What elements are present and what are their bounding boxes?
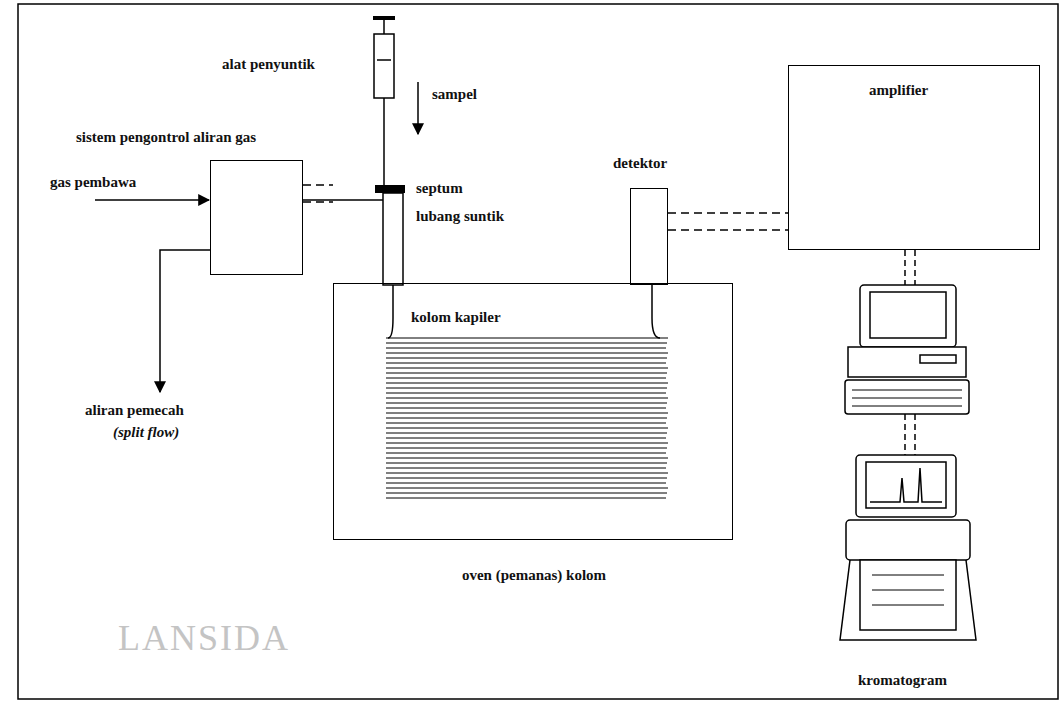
signal-cable [303, 185, 333, 202]
column-inlet [388, 285, 393, 338]
coil-stroke [386, 458, 668, 459]
frame [18, 4, 1058, 699]
carrier-gas-arrow [95, 199, 209, 201]
coil-stroke [386, 368, 668, 369]
node-label: detektor [613, 155, 667, 172]
part-label: sampel [432, 86, 477, 103]
coil-stroke [386, 338, 668, 339]
coil-stroke [386, 488, 668, 489]
watermark: LANSIDA [118, 618, 290, 659]
recorder [840, 455, 976, 640]
node-label: amplifier [869, 82, 928, 99]
coil-stroke [386, 418, 667, 419]
coil-stroke [386, 353, 668, 354]
coil-stroke [386, 383, 668, 384]
coil-stroke [386, 473, 668, 474]
coil-stroke [386, 443, 668, 444]
septum-symbol [375, 185, 405, 193]
part-label: kromatogram [858, 672, 947, 689]
coil-stroke [386, 393, 666, 394]
coil-stroke [386, 493, 667, 494]
sample-arrow [417, 82, 419, 134]
node-label: sistem pengontrol aliran gas [76, 129, 256, 146]
part-label: (split flow) [113, 424, 179, 441]
part-label: aliran pemecah [85, 402, 184, 419]
coil-stroke [386, 373, 667, 374]
coil-stroke [386, 358, 667, 359]
coil-stroke [386, 428, 668, 429]
coil-stroke [386, 388, 667, 389]
coil-stroke [386, 483, 666, 484]
column-outlet [652, 285, 660, 338]
amplifier-box: amplifier [788, 65, 1040, 250]
column-oven: kolom kapileroven (pemanas) kolom [333, 283, 733, 540]
coil-stroke [386, 403, 667, 404]
part-label: septum [416, 180, 463, 197]
dashed-cables [905, 250, 915, 455]
coil-stroke [386, 453, 666, 454]
coil-stroke [386, 343, 667, 344]
coil-stroke [386, 378, 666, 379]
coil-stroke [386, 433, 667, 434]
coil-stroke [386, 423, 666, 424]
flow-control-box: sistem pengontrol aliran gas [210, 160, 303, 275]
detector-box: detektor [630, 188, 668, 285]
part-label: alat penyuntik [222, 56, 315, 73]
coil-stroke [386, 463, 667, 464]
coil-stroke [386, 468, 666, 469]
split-flow-line [160, 250, 210, 392]
coil-stroke [386, 413, 668, 414]
coil-stroke [386, 498, 666, 499]
coil-stroke [386, 363, 666, 364]
coil-stroke [386, 408, 666, 409]
injection-port [383, 193, 403, 285]
coil-stroke [386, 448, 667, 449]
part-label: gas pembawa [50, 174, 136, 191]
computer [845, 285, 969, 414]
coil-stroke [386, 478, 667, 479]
syringe [373, 18, 395, 188]
coil-stroke [386, 398, 668, 399]
signal-cable [668, 213, 788, 230]
node-caption: oven (pemanas) kolom [462, 567, 606, 584]
part-label: lubang suntik [416, 208, 504, 225]
gas-line [303, 199, 383, 201]
node-label: kolom kapiler [411, 309, 501, 326]
capillary-coil [386, 338, 668, 498]
coil-stroke [386, 438, 666, 439]
coil-stroke [386, 348, 666, 349]
